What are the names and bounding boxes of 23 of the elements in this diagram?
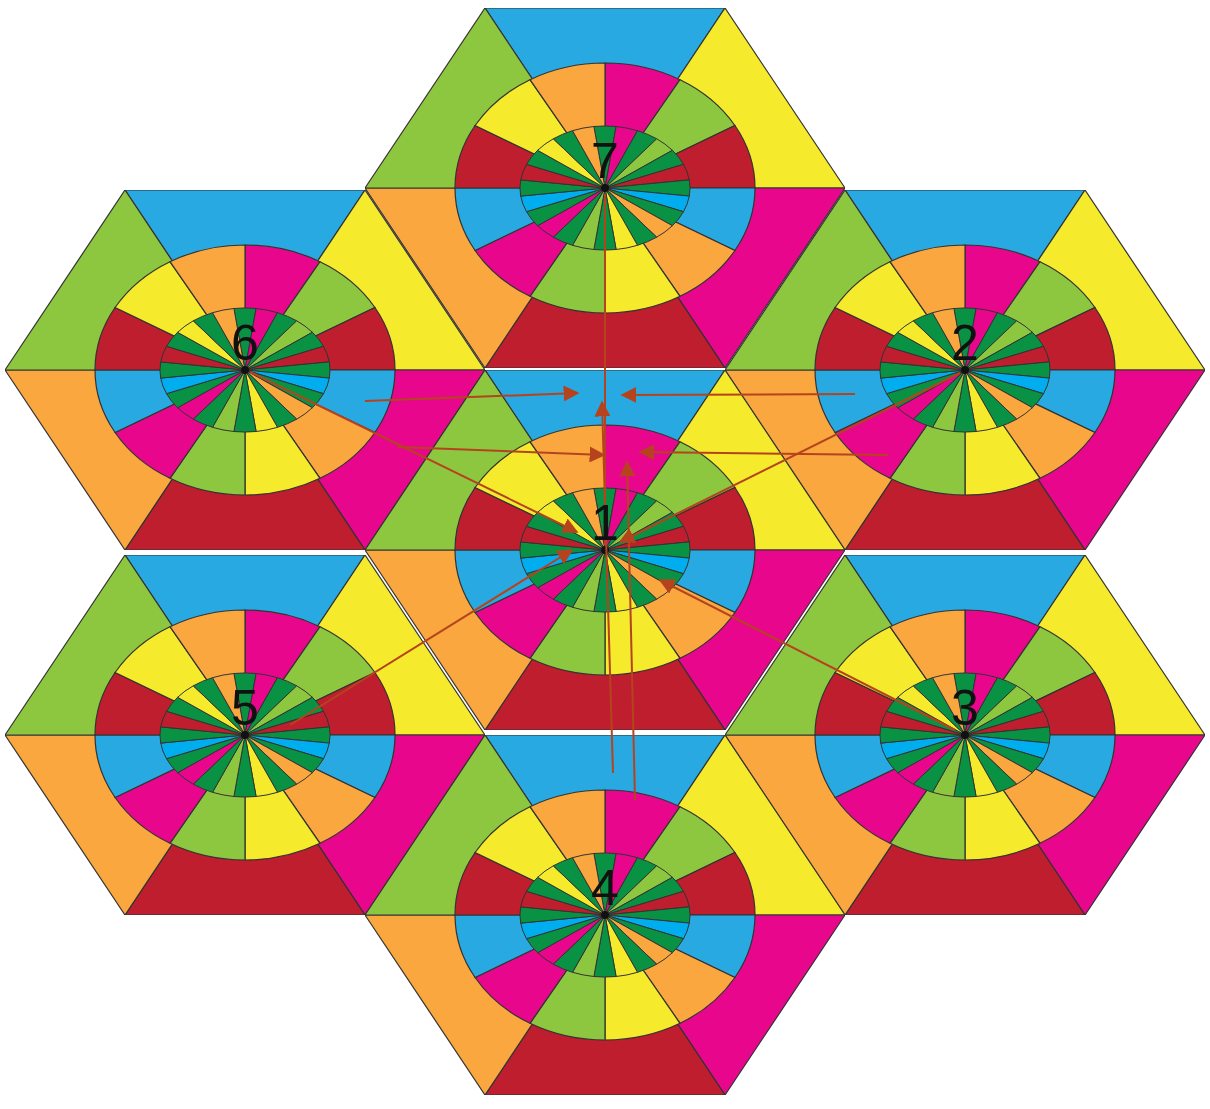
arrow bbox=[289, 549, 574, 726]
hexagonal-cell bbox=[725, 190, 1205, 550]
cell-number: 4 bbox=[591, 863, 619, 913]
cell-number: 1 bbox=[591, 498, 619, 548]
arrow bbox=[619, 460, 636, 801]
hexagonal-cell bbox=[365, 735, 845, 1095]
arrow bbox=[249, 371, 579, 533]
arrow bbox=[618, 372, 961, 543]
cell-number: 3 bbox=[951, 683, 979, 733]
cell-number: 6 bbox=[231, 318, 259, 368]
cell-number: 5 bbox=[231, 683, 259, 733]
arrow bbox=[620, 386, 856, 403]
cell-number: 2 bbox=[951, 318, 979, 368]
hexagonal-cell bbox=[5, 555, 485, 915]
arrow bbox=[364, 385, 580, 402]
cell-number: 7 bbox=[591, 136, 619, 186]
arrow bbox=[397, 446, 606, 463]
hexagonal-cell bbox=[725, 555, 1205, 915]
connector-line bbox=[604, 193, 606, 546]
arrow bbox=[594, 400, 614, 774]
arrow bbox=[638, 444, 889, 461]
arrow bbox=[658, 579, 956, 731]
hexagonal-cell bbox=[5, 190, 485, 550]
